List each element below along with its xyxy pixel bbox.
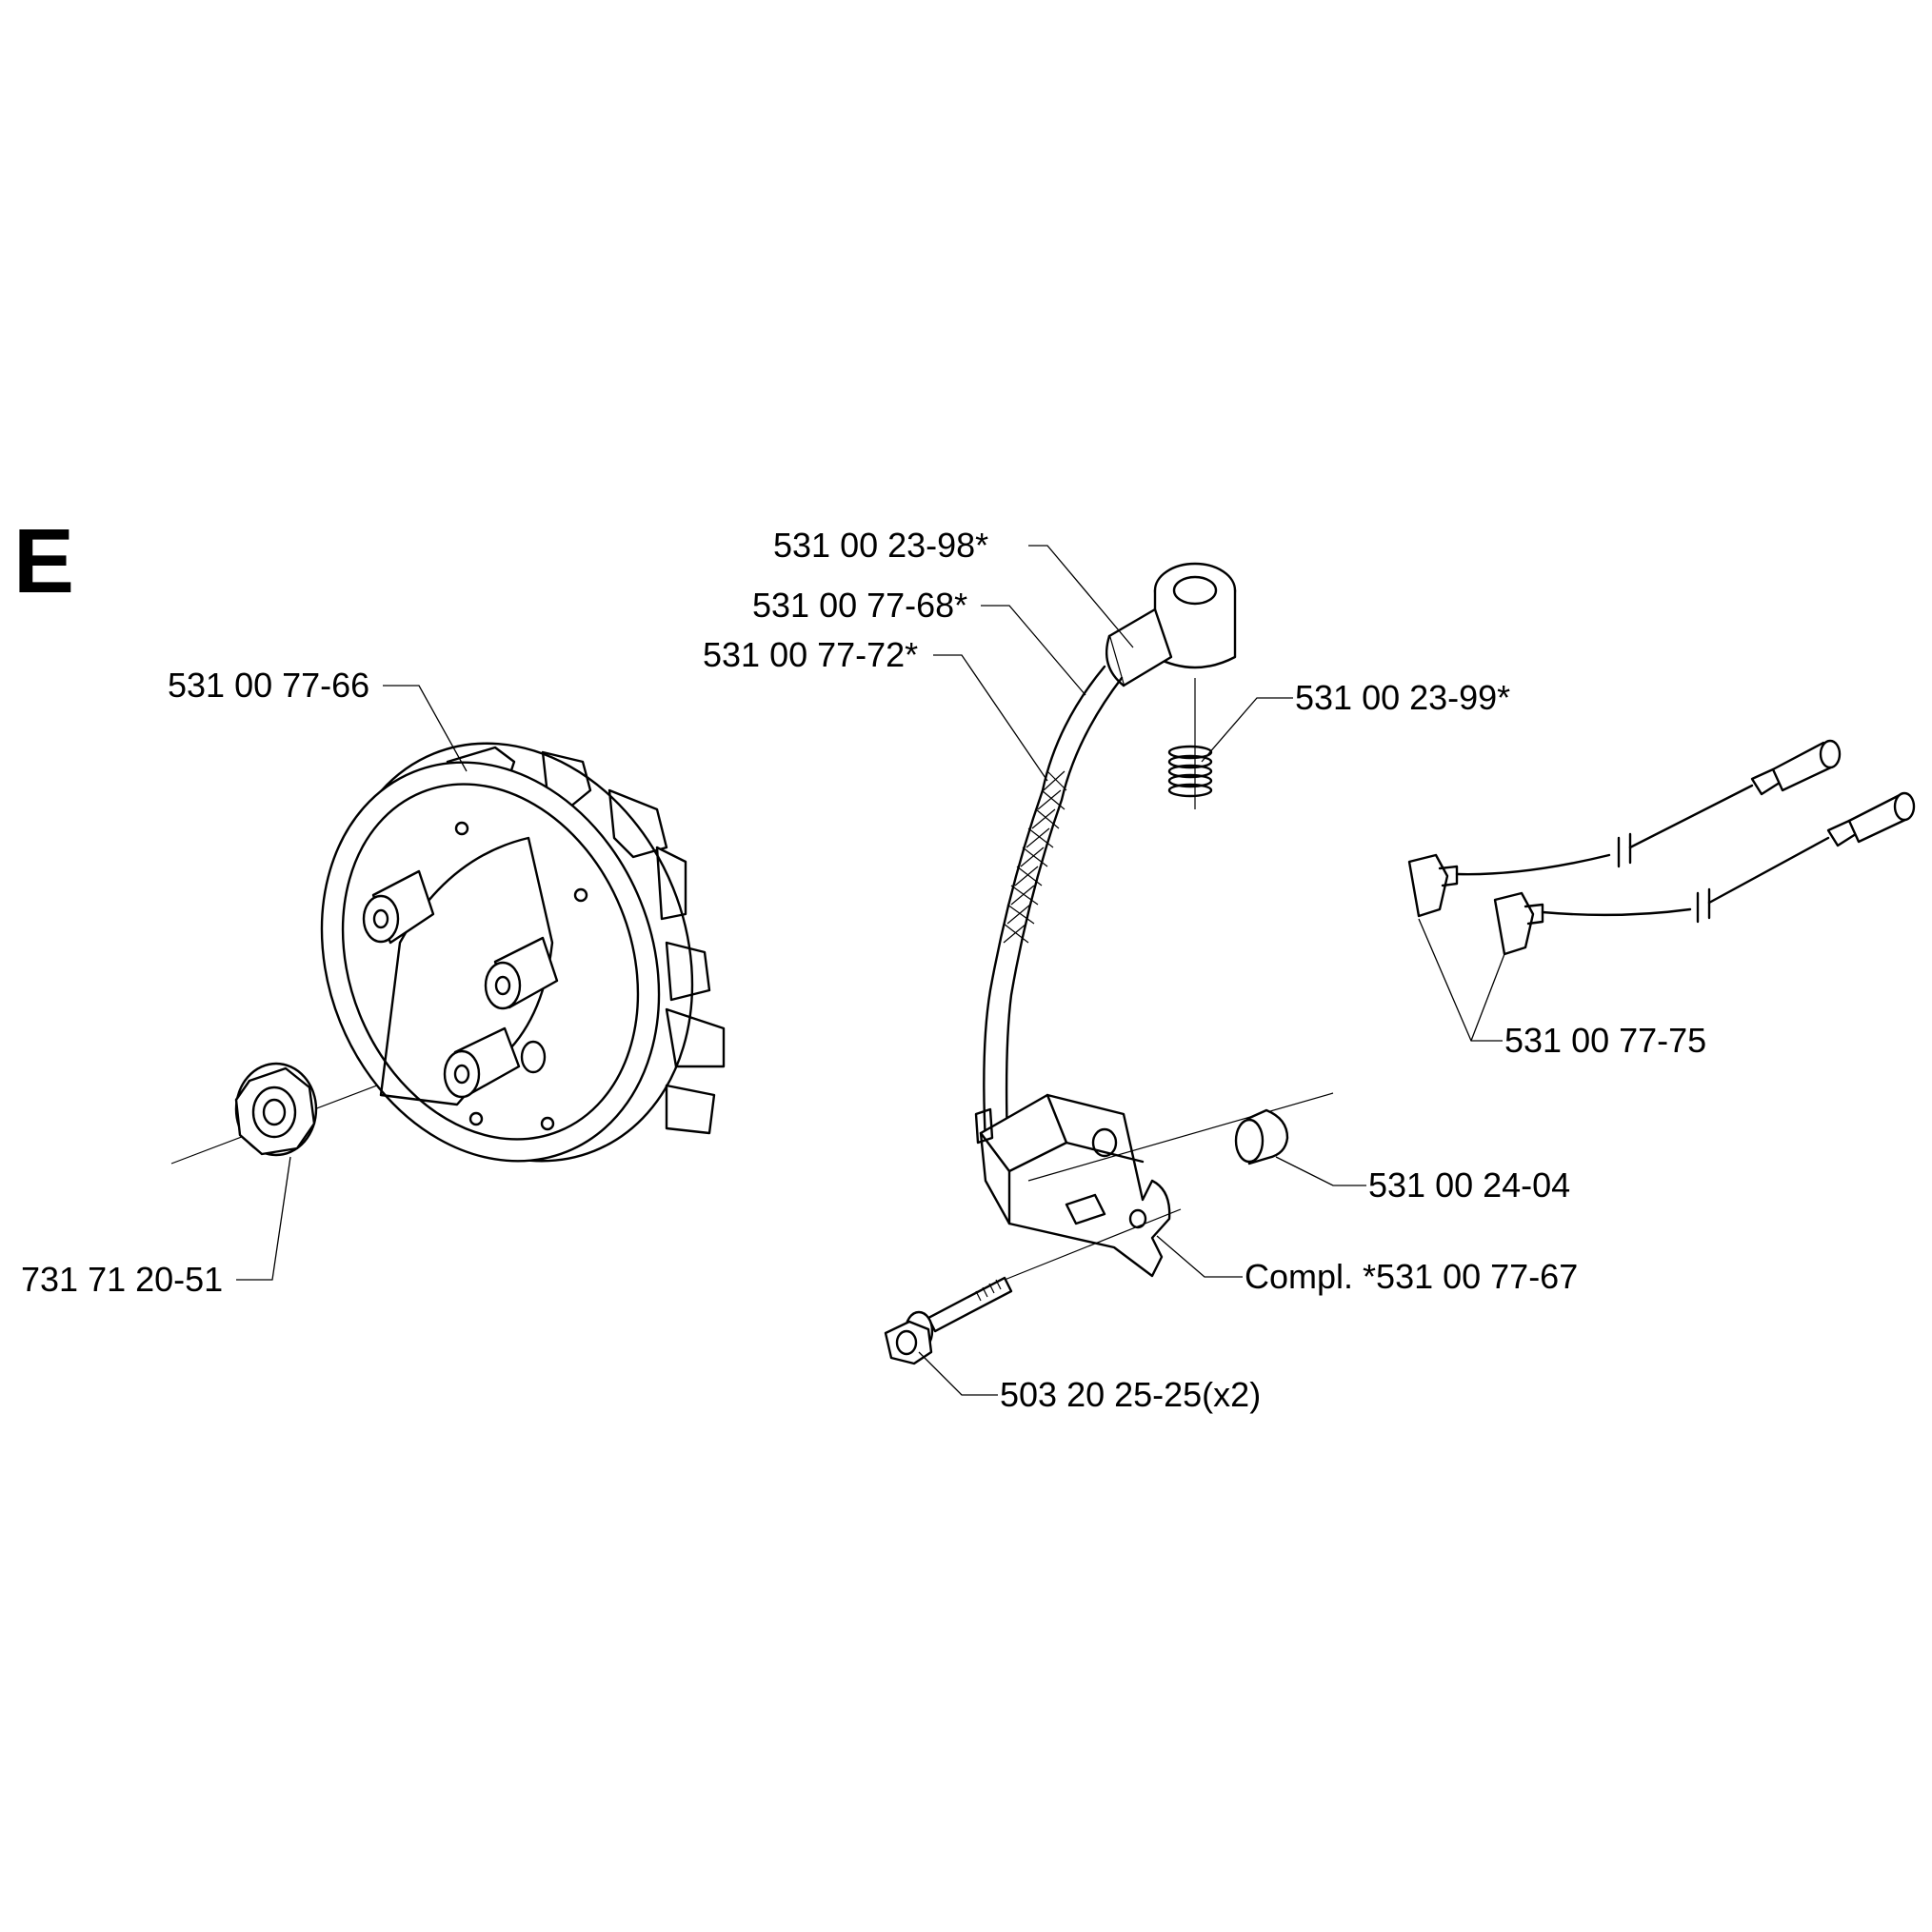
part-number-spacer: 531 00 24-04 (1368, 1165, 1571, 1205)
part-number-lead-sleeve: 531 00 77-72* (703, 635, 919, 674)
spark-plug-cap-drawing (1105, 562, 1237, 809)
section-letter: E (13, 510, 75, 612)
short-circuit-cables-drawing (1407, 739, 1916, 956)
part-number-ignition-module: Compl. *531 00 77-67 (1245, 1257, 1579, 1296)
part-number-flywheel-nut: 731 71 20-51 (21, 1260, 224, 1299)
part-number-screw: 503 20 25-25(x2) (1000, 1375, 1262, 1414)
part-number-ignition-lead: 531 00 77-68* (752, 586, 968, 625)
ignition-module-drawing (974, 1093, 1171, 1278)
leader-lines (236, 545, 1505, 1396)
flywheel-drawing (170, 742, 726, 1165)
ignition-lead-drawing (983, 665, 1124, 1145)
nut-drawing (234, 1062, 318, 1157)
spacer-drawing (1027, 1092, 1334, 1182)
part-number-flywheel: 531 00 77-66 (168, 666, 370, 705)
part-number-short-circuit-cables: 531 00 77-75 (1504, 1021, 1707, 1060)
part-number-spark-plug-cap: 531 00 23-98* (773, 526, 989, 565)
part-number-cap-spring: 531 00 23-99* (1295, 678, 1511, 717)
